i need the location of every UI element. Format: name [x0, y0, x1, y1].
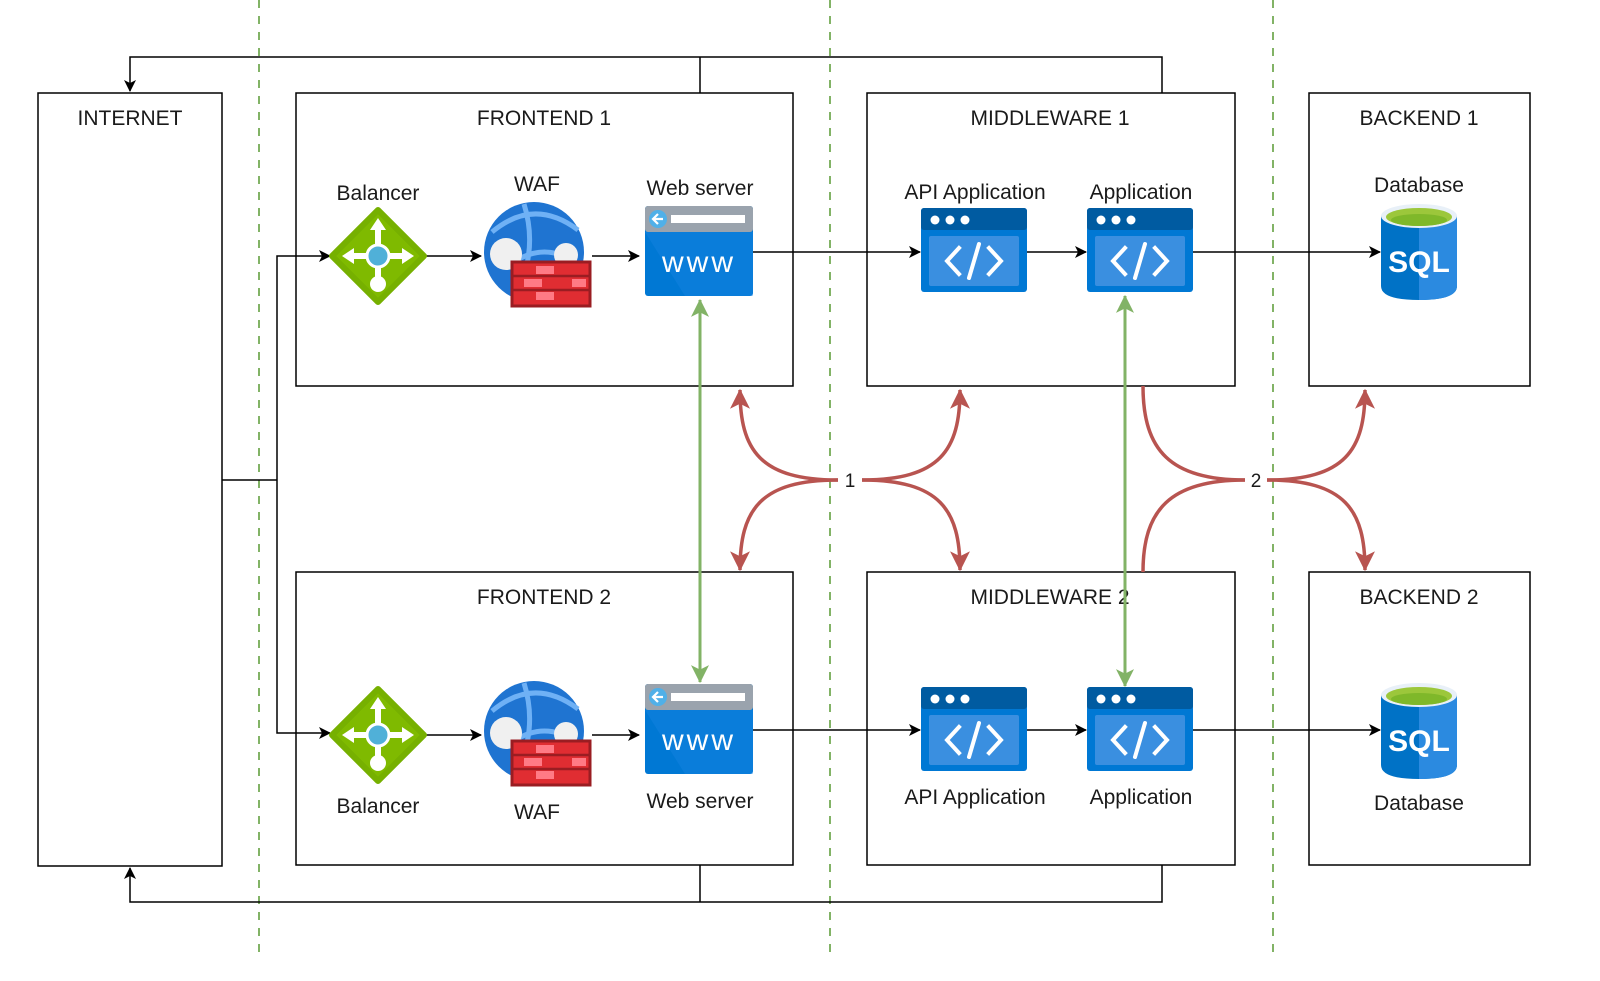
- code-window-icon: [1085, 685, 1195, 773]
- node-balancer-2[interactable]: Balancer: [332, 689, 424, 818]
- zone-internet-title: INTERNET: [78, 107, 183, 130]
- node-api-application-1-label: API Application: [904, 181, 1045, 204]
- node-waf-2[interactable]: WAF: [484, 681, 590, 824]
- code-window-icon: [919, 206, 1029, 294]
- node-balancer-1[interactable]: Balancer: [332, 182, 424, 302]
- www-browser-icon: www: [643, 204, 755, 298]
- zone-middleware-1-title: MIDDLEWARE 1: [970, 107, 1129, 130]
- node-webserver-2-label: Web server: [647, 790, 754, 813]
- node-webserver-1[interactable]: Web server www: [643, 177, 755, 298]
- svg-text:SQL: SQL: [1388, 725, 1450, 758]
- code-window-icon: [919, 685, 1029, 773]
- node-waf-2-label: WAF: [514, 801, 560, 824]
- node-database-2-label: Database: [1374, 792, 1464, 815]
- zone-internet[interactable]: INTERNET: [37, 92, 223, 867]
- zone-frontend-1-title: FRONTEND 1: [477, 107, 611, 130]
- node-waf-1[interactable]: WAF: [484, 173, 590, 306]
- svg-text:www: www: [661, 724, 736, 757]
- svg-text:www: www: [661, 246, 736, 279]
- node-balancer-2-label: Balancer: [337, 795, 420, 818]
- code-window-icon: [1085, 206, 1195, 294]
- node-api-application-2-label: API Application: [904, 786, 1045, 809]
- node-api-application-2[interactable]: API Application: [904, 685, 1046, 809]
- node-application-2[interactable]: Application: [1085, 685, 1195, 810]
- zone-frontend-2-title: FRONTEND 2: [477, 586, 611, 609]
- node-waf-1-label: WAF: [514, 173, 560, 196]
- node-database-1[interactable]: Database SQL: [1374, 174, 1464, 300]
- replication-link-1: 1: [730, 388, 970, 572]
- svg-text:SQL: SQL: [1388, 246, 1450, 279]
- edge-internet-balancer-2: [276, 480, 331, 739]
- node-application-1[interactable]: Application: [1085, 180, 1195, 294]
- node-application-2-label: Application: [1090, 786, 1193, 809]
- node-database-2[interactable]: SQL Database: [1374, 683, 1464, 815]
- edge-internet-balancer-1: [276, 250, 331, 480]
- node-balancer-1-label: Balancer: [337, 182, 420, 205]
- sql-database-icon: SQL: [1381, 204, 1457, 300]
- zone-backend-2-title: BACKEND 2: [1359, 586, 1478, 609]
- sql-database-icon: SQL: [1381, 683, 1457, 779]
- replication-label-1: 1: [845, 471, 856, 492]
- node-api-application-1[interactable]: API Application: [904, 181, 1046, 294]
- replication-label-2: 2: [1251, 471, 1262, 492]
- node-webserver-1-label: Web server: [647, 177, 754, 200]
- www-browser-icon: www: [643, 682, 755, 776]
- node-database-1-label: Database: [1374, 174, 1464, 197]
- zone-backend-1-title: BACKEND 1: [1359, 107, 1478, 130]
- node-application-1-label: Application: [1090, 181, 1193, 204]
- zone-middleware-2-title: MIDDLEWARE 2: [970, 586, 1129, 609]
- replication-link-2: 2: [1141, 385, 1375, 573]
- node-webserver-2[interactable]: www Web server: [640, 682, 760, 814]
